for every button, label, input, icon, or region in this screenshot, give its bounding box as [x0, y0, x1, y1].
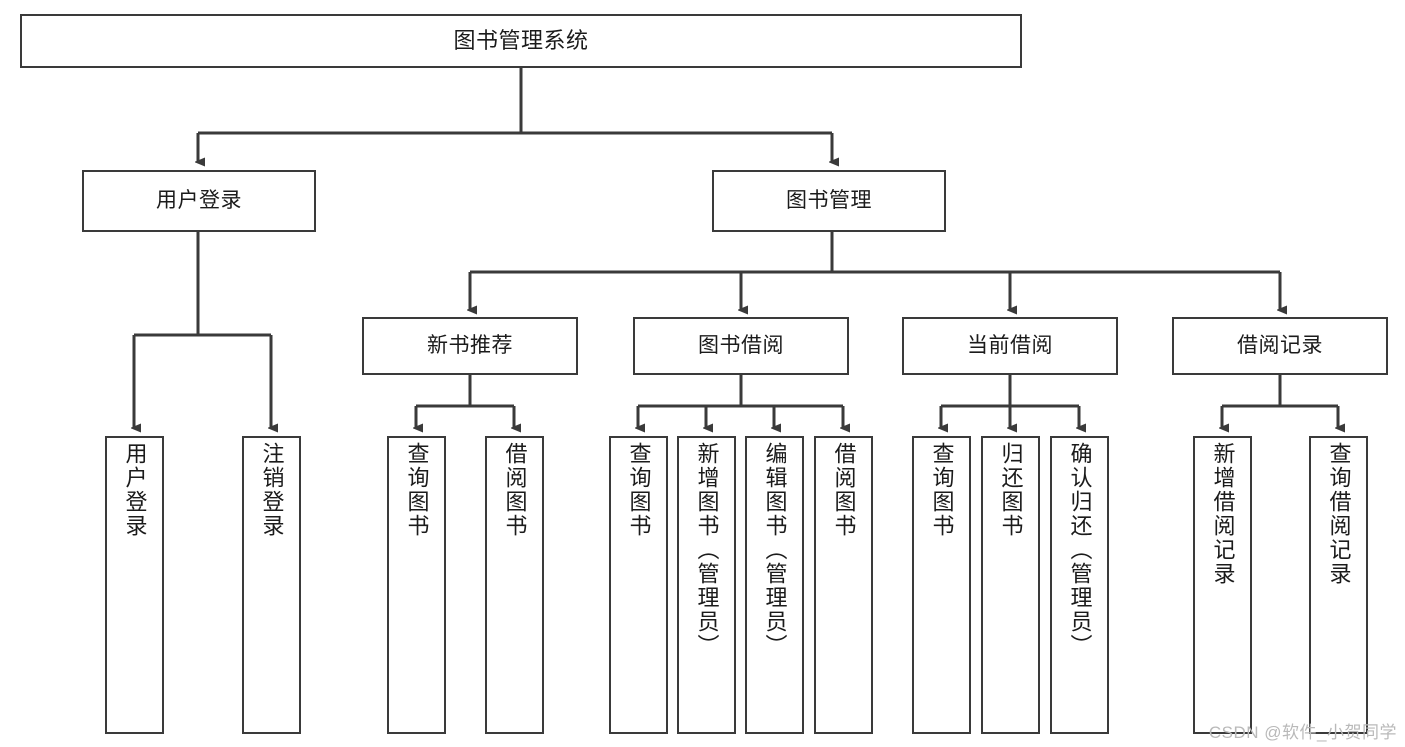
node-leaf-label: 查询图书 [626, 442, 652, 538]
node-leaf-newbook-query-book[interactable]: 查询图书 [387, 436, 446, 734]
node-current-borrow[interactable]: 当前借阅 [902, 317, 1118, 375]
node-leaf-currentborrow-return-book[interactable]: 归还图书 [981, 436, 1040, 734]
node-leaf-currentborrow-confirm-return-admin[interactable]: 确认归还（管理员） [1050, 436, 1109, 734]
node-leaf-label: 确认归还（管理员） [1067, 442, 1093, 658]
node-leaf-borrowrecord-query-record[interactable]: 查询借阅记录 [1309, 436, 1368, 734]
node-user-login-label: 用户登录 [156, 189, 242, 213]
node-root-label: 图书管理系统 [453, 27, 589, 53]
node-leaf-label: 归还图书 [998, 442, 1024, 538]
watermark-text: CSDN @软件_小贺同学 [1208, 723, 1397, 742]
node-leaf-user-login-logout[interactable]: 注销登录 [242, 436, 301, 734]
node-book-management-label: 图书管理 [786, 189, 872, 213]
node-leaf-label: 查询借阅记录 [1326, 442, 1352, 586]
node-leaf-bookborrow-query-book[interactable]: 查询图书 [609, 436, 668, 734]
node-leaf-label: 注销登录 [259, 442, 285, 538]
node-leaf-currentborrow-query-book[interactable]: 查询图书 [912, 436, 971, 734]
node-current-borrow-label: 当前借阅 [967, 334, 1053, 358]
node-leaf-label: 查询图书 [929, 442, 955, 538]
node-leaf-borrowrecord-add-record[interactable]: 新增借阅记录 [1193, 436, 1252, 734]
node-user-login[interactable]: 用户登录 [82, 170, 316, 232]
node-leaf-label: 新增图书（管理员） [694, 442, 720, 658]
node-borrow-record[interactable]: 借阅记录 [1172, 317, 1388, 375]
node-leaf-label: 新增借阅记录 [1210, 442, 1236, 586]
node-leaf-label: 借阅图书 [502, 442, 528, 538]
node-book-management[interactable]: 图书管理 [712, 170, 946, 232]
node-leaf-label: 借阅图书 [831, 442, 857, 538]
node-leaf-label: 查询图书 [404, 442, 430, 538]
node-leaf-label: 用户登录 [122, 442, 148, 538]
node-leaf-bookborrow-edit-book-admin[interactable]: 编辑图书（管理员） [745, 436, 804, 734]
node-leaf-label: 编辑图书（管理员） [762, 442, 788, 658]
node-borrow-record-label: 借阅记录 [1237, 334, 1323, 358]
node-book-borrow-label: 图书借阅 [698, 334, 784, 358]
node-leaf-newbook-borrow-book[interactable]: 借阅图书 [485, 436, 544, 734]
node-leaf-bookborrow-add-book-admin[interactable]: 新增图书（管理员） [677, 436, 736, 734]
node-leaf-bookborrow-borrow-book[interactable]: 借阅图书 [814, 436, 873, 734]
node-root-book-management-system[interactable]: 图书管理系统 [20, 14, 1022, 68]
node-new-book-recommend[interactable]: 新书推荐 [362, 317, 578, 375]
node-book-borrow[interactable]: 图书借阅 [633, 317, 849, 375]
node-new-book-recommend-label: 新书推荐 [427, 334, 513, 358]
node-leaf-user-login-login[interactable]: 用户登录 [105, 436, 164, 734]
